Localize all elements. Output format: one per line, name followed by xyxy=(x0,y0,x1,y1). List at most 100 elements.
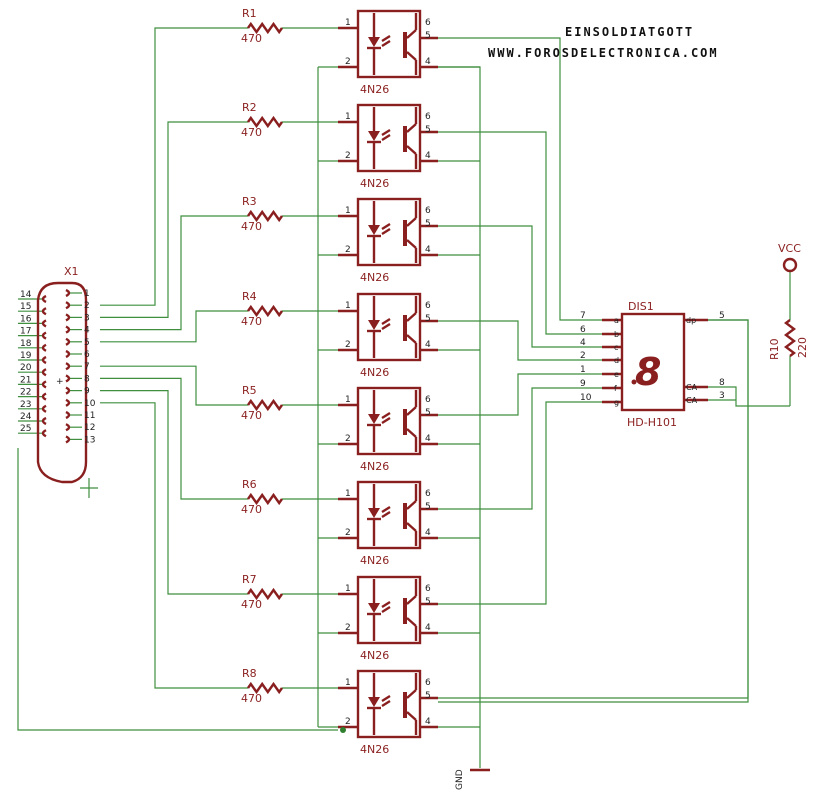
connector-right-pin-label: 12 xyxy=(84,423,95,433)
transistor-collector xyxy=(406,689,417,699)
resistor-4 xyxy=(247,304,283,318)
display-dp-dot xyxy=(631,379,637,385)
opto-pin-label: 4 xyxy=(425,623,431,633)
labels: R1470126544N26R2470126544N26R3470126544N… xyxy=(20,7,809,790)
display-pin-number: 3 xyxy=(719,391,725,401)
parts: 8 xyxy=(36,9,798,772)
opto-pin-label: 1 xyxy=(345,112,351,122)
transistor-collector xyxy=(406,500,417,510)
opto-part-label: 4N26 xyxy=(360,177,389,190)
opto-pin-label: 4 xyxy=(425,717,431,727)
opto-pin-label: 4 xyxy=(425,151,431,161)
opto-pin-label: 1 xyxy=(345,206,351,216)
resistor-ref-label: R6 xyxy=(242,478,257,491)
opto-pin-label: 4 xyxy=(425,57,431,67)
db25-connector xyxy=(36,281,88,484)
connector-center-mark: + xyxy=(56,377,64,387)
vcc-label: VCC xyxy=(778,242,801,255)
segment-wire xyxy=(438,401,602,605)
connector-pin xyxy=(65,349,71,359)
connector-pin xyxy=(65,386,71,395)
opto-pin-label: 5 xyxy=(425,125,431,135)
input-wire xyxy=(100,27,248,306)
resistor-8 xyxy=(247,681,283,695)
input-wire xyxy=(100,365,248,406)
wires xyxy=(17,27,791,768)
connector-pin xyxy=(41,429,47,438)
display-pin-number: 7 xyxy=(580,311,586,321)
junction-dot xyxy=(340,727,346,733)
transistor-base xyxy=(403,598,407,624)
opto-pin-label: 5 xyxy=(425,691,431,701)
return-wire xyxy=(17,448,338,731)
transistor-base xyxy=(403,503,407,529)
transistor-collector xyxy=(406,29,417,39)
connector-right-pin-label: 11 xyxy=(84,411,95,421)
opto-pin-label: 5 xyxy=(425,502,431,512)
r10-ref-label: R10 xyxy=(768,338,781,360)
opto-pin-label: 4 xyxy=(425,245,431,255)
optocoupler-body xyxy=(356,480,422,550)
opto-part-label: 4N26 xyxy=(360,649,389,662)
display-pin-segment: c xyxy=(614,343,618,352)
opto-pin-label: 5 xyxy=(425,597,431,607)
optocoupler-body xyxy=(356,197,422,267)
resistor-7 xyxy=(247,587,283,601)
transistor-collector xyxy=(406,217,417,227)
light-arrow-icon xyxy=(381,34,391,48)
led-icon xyxy=(368,320,380,330)
resistor-ref-label: R5 xyxy=(242,384,257,397)
transistor-emitter xyxy=(406,428,417,438)
display-pin-segment: dp xyxy=(686,316,696,325)
connector-pin xyxy=(41,294,47,304)
light-arrow-icon xyxy=(381,694,391,708)
dp-wire xyxy=(438,319,749,703)
opto-pin-label: 1 xyxy=(345,301,351,311)
opto-pin-label: 6 xyxy=(425,18,431,28)
connector-right-pin-label: 4 xyxy=(84,326,90,336)
input-wire xyxy=(100,215,248,331)
connector-pin xyxy=(41,331,47,340)
opto-pin-label: 4 xyxy=(425,528,431,538)
transistor-emitter xyxy=(406,145,417,155)
connector-right-pin-label: 1 xyxy=(84,289,90,299)
display-pin-segment: CA xyxy=(686,396,698,405)
segment-wire xyxy=(438,225,602,348)
optocoupler-body xyxy=(356,386,422,456)
connector-left-pin-label: 15 xyxy=(20,302,31,312)
light-arrow-icon xyxy=(381,317,391,331)
display-pin-segment: g xyxy=(614,398,619,407)
connector-pin xyxy=(65,288,71,298)
opto-part-label: 4N26 xyxy=(360,271,389,284)
transistor-base xyxy=(403,126,407,152)
opto-part-label: 4N26 xyxy=(360,366,389,379)
connector-left-pin-label: 19 xyxy=(20,351,32,361)
led-icon xyxy=(368,37,380,47)
opto-pin-label: 2 xyxy=(345,434,351,444)
display-pin-number: 10 xyxy=(580,393,592,403)
display-pin-number: 5 xyxy=(719,311,725,321)
gnd-bus xyxy=(425,66,481,768)
display-pin-segment: CA xyxy=(686,383,698,392)
connector-left-pin-label: 17 xyxy=(20,327,31,337)
segment-wire xyxy=(438,131,602,335)
connector-pin xyxy=(41,319,47,328)
opto-pin-label: 2 xyxy=(345,245,351,255)
segment-wire xyxy=(438,387,602,510)
transistor-emitter xyxy=(406,334,417,344)
opto-pin-label: 6 xyxy=(425,489,431,499)
light-arrow-icon xyxy=(381,411,391,425)
opto-pin-label: 6 xyxy=(425,301,431,311)
optocoupler-body xyxy=(356,103,422,173)
led-icon xyxy=(368,508,380,518)
display-pin-number: 2 xyxy=(580,351,586,361)
connector-left-pin-label: 24 xyxy=(20,412,32,422)
connector-pin xyxy=(41,392,47,401)
connector-pin xyxy=(65,398,71,407)
connector-pin xyxy=(65,337,71,346)
transistor-base xyxy=(403,692,407,718)
opto-pin-label: 1 xyxy=(345,678,351,688)
input-wire xyxy=(100,377,248,500)
resistor-value-label: 470 xyxy=(241,692,262,705)
